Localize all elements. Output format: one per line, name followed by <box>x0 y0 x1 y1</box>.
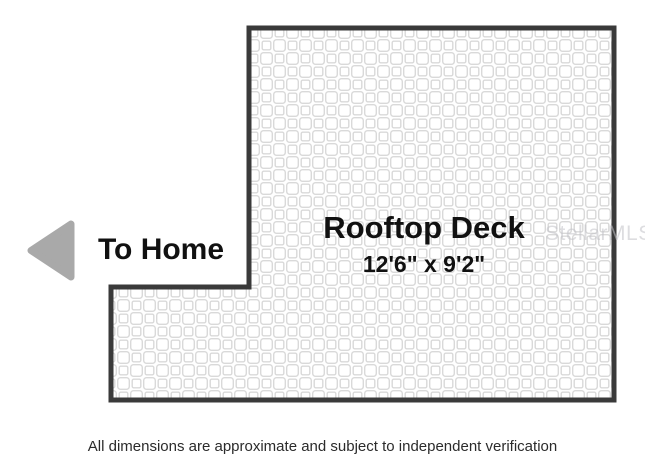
to-home-label: To Home <box>98 233 224 266</box>
disclaimer-text: All dimensions are approximate and subje… <box>87 438 558 455</box>
room-dimensions-label: 12'6" x 9'2" <box>363 251 485 277</box>
room-name-label: Rooftop Deck <box>323 210 525 245</box>
to-home-arrow-icon <box>27 220 75 281</box>
deck-room-outline <box>108 25 617 403</box>
watermark: StellarMLS <box>545 222 645 245</box>
